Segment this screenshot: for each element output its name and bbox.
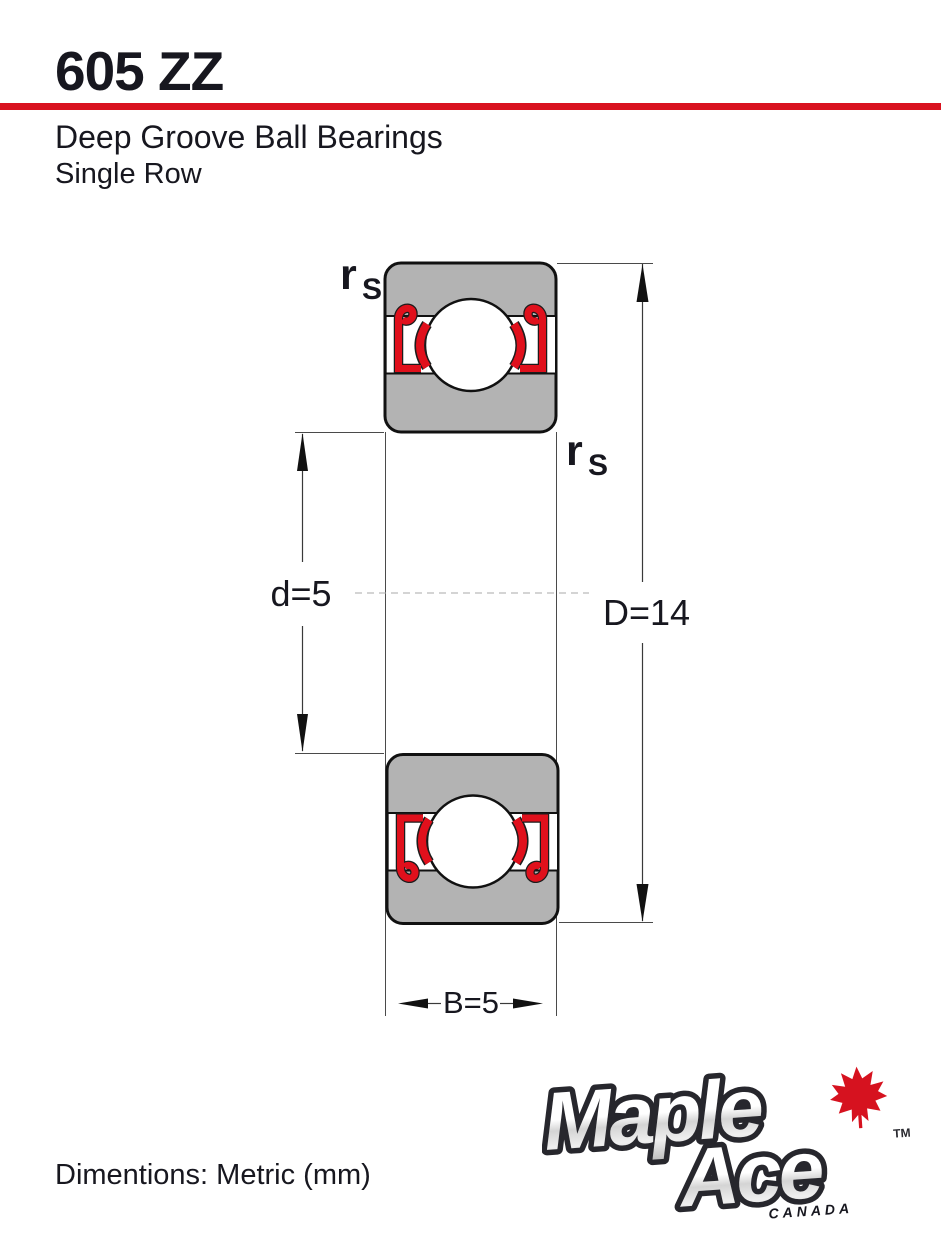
logo-country: CANADA bbox=[768, 1200, 854, 1222]
brand-logo: Maple TM Ace CANADA bbox=[542, 1056, 911, 1230]
part-number-heading: 605 ZZ bbox=[55, 40, 224, 102]
dim-label-width: B=5 bbox=[443, 985, 499, 1020]
bearing-cross-section-top bbox=[383, 261, 558, 434]
shield-right bbox=[520, 304, 546, 372]
fillet-label-side-r: r bbox=[566, 427, 583, 475]
ball bbox=[423, 297, 519, 393]
B-arrow-right bbox=[513, 998, 543, 1009]
B-arrow-left bbox=[398, 998, 428, 1009]
d-arrow-down bbox=[297, 714, 308, 752]
dimensions-note: Dimentions: Metric (mm) bbox=[55, 1159, 371, 1191]
dim-label-bore: d=5 bbox=[270, 573, 331, 614]
logo-trademark: TM bbox=[893, 1126, 911, 1141]
dim-label-outer: D=14 bbox=[603, 592, 690, 633]
row-type-subtitle: Single Row bbox=[55, 158, 202, 190]
product-title: Deep Groove Ball Bearings bbox=[55, 119, 443, 155]
fillet-label-top-sub: S bbox=[362, 273, 382, 306]
fillet-label-top-r: r bbox=[340, 251, 357, 299]
accent-rule bbox=[0, 103, 941, 110]
fillet-label-side-sub: S bbox=[588, 449, 608, 482]
D-arrow-up bbox=[636, 264, 649, 302]
logo-wordmark-ace: Ace bbox=[675, 1124, 826, 1225]
race-arc-right bbox=[510, 321, 525, 370]
maple-leaf-icon bbox=[830, 1066, 888, 1129]
race-arc-left bbox=[416, 321, 431, 370]
logo-wordmark-maple: Maple bbox=[542, 1062, 765, 1168]
d-arrow-up bbox=[297, 433, 308, 471]
shield-left bbox=[395, 304, 421, 372]
D-arrow-down bbox=[636, 884, 649, 922]
bearing-cross-section-bottom bbox=[387, 755, 558, 924]
